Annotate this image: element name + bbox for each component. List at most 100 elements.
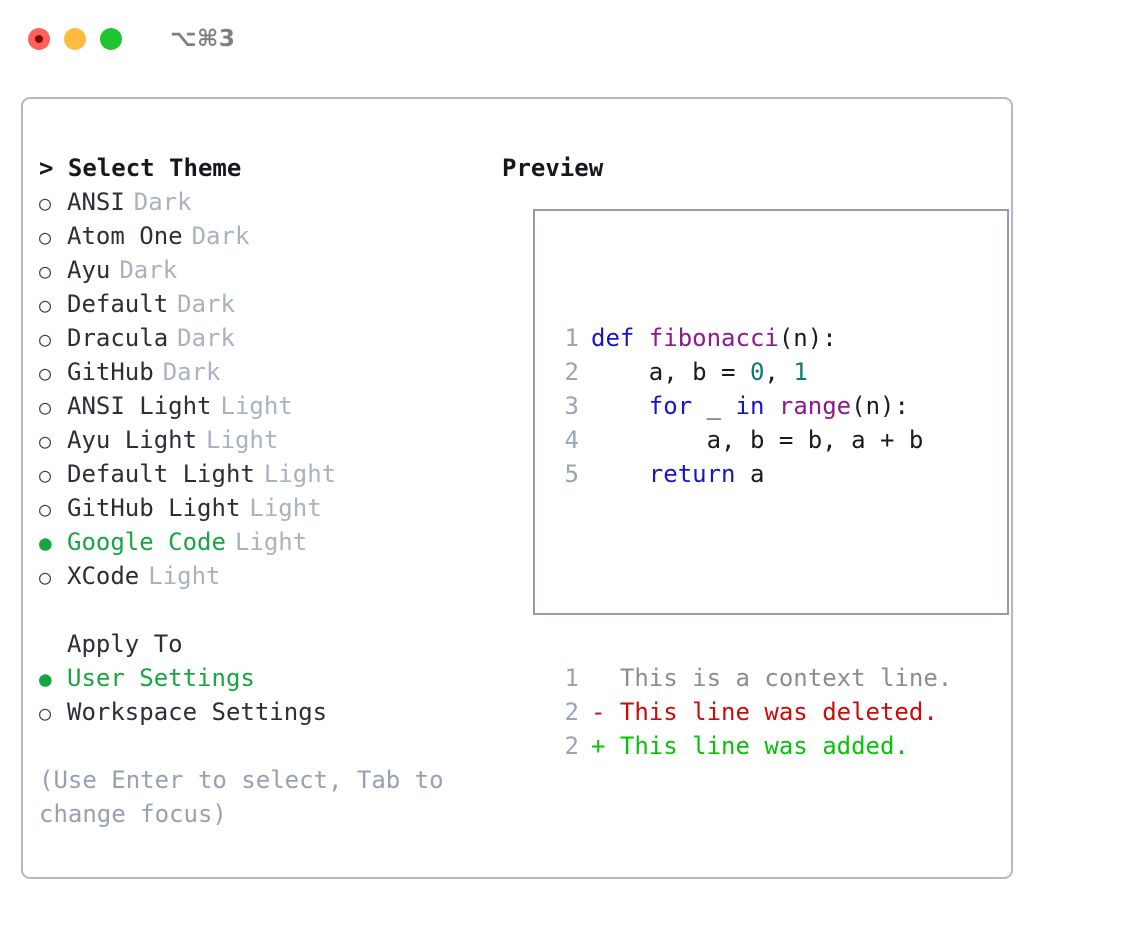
- code-line: 3 for _ in range(n):: [547, 389, 1007, 423]
- theme-option-label: Ayu: [67, 256, 111, 284]
- theme-option-label: Default Light: [67, 460, 255, 488]
- code-token: [591, 392, 649, 420]
- theme-option-google-code[interactable]: ● Google Code Light: [39, 525, 489, 559]
- diff-line-text: This is a context line.: [591, 664, 953, 692]
- caret-icon: >: [39, 154, 54, 182]
- theme-option-ansi[interactable]: ○ ANSI Dark: [39, 185, 489, 219]
- close-button-icon[interactable]: [28, 28, 50, 50]
- code-token: 1: [793, 358, 808, 386]
- radio-selected-icon: ●: [39, 531, 52, 555]
- keyboard-shortcut-label: ⌥⌘3: [170, 26, 236, 52]
- theme-option-label: Ayu Light: [67, 426, 198, 454]
- code-token: in: [735, 392, 765, 420]
- code-line-text: a, b = b, a + b: [591, 423, 924, 457]
- select-theme-header-label: Select Theme: [67, 154, 242, 182]
- code-token: a, b = b, a + b: [591, 426, 924, 454]
- code-line-number: 2: [564, 358, 579, 386]
- theme-option-label: GitHub: [67, 358, 154, 386]
- theme-option-xcode[interactable]: ○ XCode Light: [39, 559, 489, 593]
- theme-option-tag: Light: [148, 562, 221, 590]
- diff-lines: 1 This is a context line. 2 - This line wa…: [547, 661, 1007, 763]
- diff-line: 1 This is a context line.: [547, 661, 1007, 695]
- minimize-button-icon[interactable]: [64, 28, 86, 50]
- theme-option-ansi-light[interactable]: ○ ANSI Light Light: [39, 389, 489, 423]
- theme-option-tag: Light: [249, 494, 322, 522]
- code-token: return: [648, 460, 736, 488]
- theme-option-github[interactable]: ○ GitHub Dark: [39, 355, 489, 389]
- select-theme-header: > Select Theme: [39, 151, 489, 185]
- code-line-text: a, b = 0, 1: [591, 355, 808, 389]
- code-token: fibonacci: [648, 324, 779, 352]
- code-line: 5 return a: [547, 457, 1007, 491]
- diff-line-text: + This line was added.: [591, 732, 909, 760]
- radio-unselected-icon: ○: [39, 701, 52, 725]
- code-line-number: 5: [564, 460, 579, 488]
- apply-to-option-workspace-settings[interactable]: ○ Workspace Settings: [39, 695, 489, 729]
- radio-unselected-icon: ○: [39, 497, 52, 521]
- radio-unselected-icon: ○: [39, 259, 52, 283]
- code-line: 4 a, b = b, a + b: [547, 423, 1007, 457]
- preview-header: Preview: [502, 154, 604, 182]
- diff-line-text: - This line was deleted.: [591, 698, 938, 726]
- code-token: [764, 392, 778, 420]
- traffic-light-group: [28, 28, 122, 50]
- theme-option-tag: Light: [206, 426, 279, 454]
- diff-line: 2 + This line was added.: [547, 729, 1007, 763]
- theme-option-label: Dracula: [67, 324, 169, 352]
- radio-unselected-icon: ○: [39, 361, 52, 385]
- radio-unselected-icon: ○: [39, 463, 52, 487]
- code-token: range: [778, 392, 852, 420]
- radio-unselected-icon: ○: [39, 395, 52, 419]
- theme-option-label: Atom One: [67, 222, 183, 250]
- theme-option-tag: Light: [234, 528, 308, 556]
- theme-option-tag: Light: [263, 460, 337, 488]
- code-line-text: def fibonacci(n):: [591, 321, 837, 355]
- code-token: _: [692, 392, 736, 420]
- theme-option-default-light[interactable]: ○ Default Light Light: [39, 457, 489, 491]
- diff-line-number: 2: [564, 698, 579, 726]
- title-bar: ⌥⌘3: [0, 0, 1140, 78]
- diff-line-number: 1: [564, 664, 579, 692]
- code-token: for: [648, 392, 693, 420]
- code-token: ,: [764, 358, 794, 386]
- theme-option-tag: Dark: [191, 222, 250, 250]
- code-line-number: 3: [564, 392, 579, 420]
- radio-unselected-icon: ○: [39, 191, 52, 215]
- code-line: 2 a, b = 0, 1: [547, 355, 1007, 389]
- theme-option-label: ANSI: [67, 188, 125, 216]
- code-token: (n):: [851, 392, 909, 420]
- radio-unselected-icon: ○: [39, 293, 52, 317]
- theme-option-tag: Dark: [133, 188, 192, 216]
- code-line-number: 4: [564, 426, 579, 454]
- theme-option-tag: Light: [220, 392, 293, 420]
- diff-line-number: 2: [564, 732, 579, 760]
- theme-option-label: Google Code: [67, 528, 226, 556]
- theme-option-tag: Dark: [177, 324, 235, 352]
- theme-option-label: XCode: [67, 562, 140, 590]
- apply-to-option-user-settings[interactable]: ●User Settings: [39, 661, 489, 695]
- radio-selected-icon: ●: [39, 667, 52, 691]
- maximize-button-icon[interactable]: [100, 28, 122, 50]
- code-token: a: [735, 460, 765, 488]
- code-token: a, b =: [591, 358, 750, 386]
- apply-to-option-list: ●User Settings ○ Workspace Settings: [39, 661, 489, 729]
- radio-unselected-icon: ○: [39, 565, 52, 589]
- apply-to-option-label: Workspace Settings: [67, 698, 328, 726]
- theme-option-tag: Dark: [162, 358, 221, 386]
- theme-option-label: ANSI Light: [67, 392, 212, 420]
- code-token: 0: [749, 358, 765, 386]
- apply-to-header: Apply To: [67, 630, 183, 658]
